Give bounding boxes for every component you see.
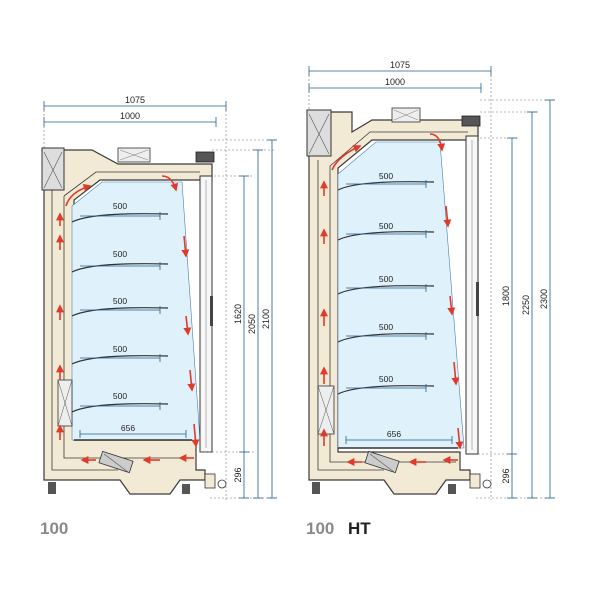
shelf-depth-label: 500 (379, 171, 393, 181)
shelf: 500 (71, 391, 169, 413)
shelf: 500 (337, 171, 435, 191)
shelf-depth-label: 500 (113, 249, 127, 259)
shelf: 500 (71, 344, 169, 365)
body-depth-label: 1000 (120, 111, 140, 121)
shelf: 500 (71, 296, 169, 317)
overall-depth-label: 1075 (390, 60, 410, 70)
top-dimensions: 1075 1000 (43, 95, 227, 500)
overall-height-label: 2100 (261, 309, 271, 329)
shelf: 500 (71, 201, 169, 223)
overall-depth-label: 1075 (125, 95, 145, 105)
overall-height-label: 2300 (539, 289, 549, 309)
body-height-label: 2250 (521, 295, 531, 315)
feet (48, 473, 227, 494)
base-height-label: 296 (233, 467, 243, 482)
airflow-arrows (320, 133, 464, 466)
shelf-depth-label: 500 (379, 374, 393, 384)
top-dimensions: 1075 1000 (308, 60, 492, 500)
shelves: 500 500 500 500 (337, 171, 458, 449)
model-suffix-label: HT (348, 519, 371, 538)
shelf: 500 (337, 221, 435, 241)
shelf-depth-label: 500 (113, 344, 127, 354)
shelf-depth-label: 500 (379, 274, 393, 284)
shelf: 500 (337, 322, 435, 343)
shelf: 500 (337, 274, 435, 295)
shelf-depth-label: 500 (113, 391, 127, 401)
shelves: 500 500 500 500 (71, 201, 192, 441)
interior-height-label: 1800 (501, 286, 511, 306)
base-depth-label: 656 (121, 423, 135, 433)
shelf-depth-label: 500 (379, 322, 393, 332)
cabinet-model-100: 1075 1000 (40, 95, 277, 538)
shelf: 500 (337, 374, 435, 395)
base-height-label: 296 (501, 468, 511, 483)
model-label: 100 (40, 519, 68, 538)
height-dimensions: 1620 296 2050 2100 (200, 139, 277, 499)
shelf-depth-label: 500 (113, 201, 127, 211)
bottom-fan-icon (364, 450, 400, 474)
body-depth-label: 1000 (385, 77, 405, 87)
body-height-label: 2050 (247, 314, 257, 334)
interior-height-label: 1620 (233, 304, 243, 324)
bottom-fan-icon (98, 450, 134, 474)
display-interior (337, 141, 465, 449)
shelf: 500 (71, 249, 169, 273)
height-dimensions: 1800 296 2250 2300 (476, 99, 556, 499)
shelf-depth-label: 500 (113, 296, 127, 306)
airflow-arrows (56, 175, 200, 464)
base-depth-label: 656 (387, 429, 401, 439)
model-label: 100 (306, 519, 334, 538)
cabinet-model-100-ht: 1075 1000 (306, 60, 556, 538)
shelf-depth-label: 500 (379, 221, 393, 231)
feet (312, 473, 492, 494)
